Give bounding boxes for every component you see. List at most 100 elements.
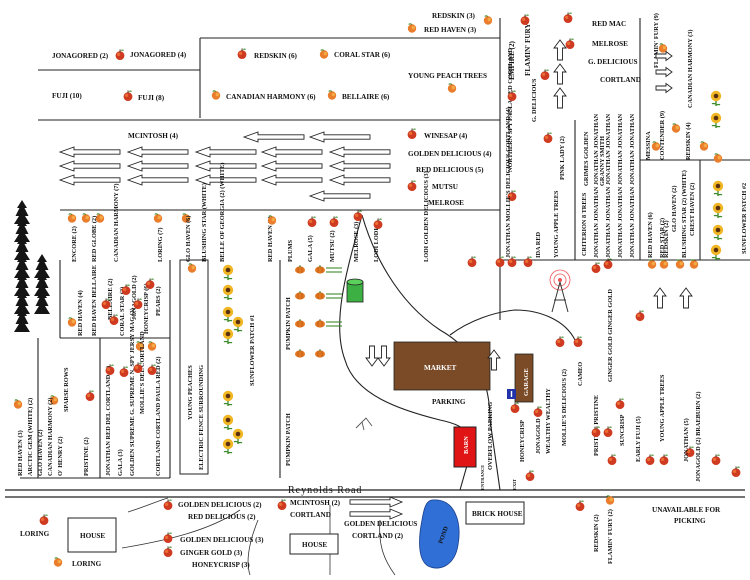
label-bellaire-2: BELLAIRE (2) [107,279,114,320]
garage-label: GARAGE [523,368,530,396]
label-blushing-star-2: BLUSHING STAR (2) (WHITE) [681,170,688,258]
house-1-label: HOUSE [80,532,105,540]
barn-building [453,426,477,468]
up-arrow-icon [553,63,567,85]
peach-icon [67,213,77,224]
brick-house [465,501,525,525]
apple-icon [121,284,131,295]
right-top-section: EMPIRE (2) FLAMIN' FURY NORTHERN SPY PAU… [505,12,748,270]
apple-icon [85,390,95,401]
label-honeycrisp: HONEYCRISP [519,420,526,462]
label-mutsu-2: MUTSU (2) [329,230,336,262]
label-red-haven-5: RED HAVEN (5) [267,216,274,262]
label-bellaire-6: BELLAIRE (6) [342,93,390,101]
apple-icon [543,132,553,143]
label-flamin-fury: FLAMIN' FURY [524,23,532,76]
apple-icon [555,336,565,347]
peach-icon [211,90,221,101]
up-arrow-icon [679,287,693,309]
label-coral-star-6: CORAL STAR (6) [334,51,391,59]
apple-icon [237,48,247,59]
label-cortland-2: CORTLAND (2) [352,532,404,540]
peach-icon [713,153,723,164]
label-jonathan-rows: JONATHAN JONATHAN JONATHAN JONATHAN [605,113,612,258]
peach-icon [147,341,157,352]
label-glo-haven-6: GLO HAVEN (6) [185,216,192,262]
label-golden-delicious-4: GOLDEN DELICIOUS (4) [408,150,492,158]
tractor-icon [355,417,373,431]
apple-icon [163,499,173,510]
label-red-haven-3: RED HAVEN (3) [424,26,477,34]
up-arrow-icon [553,39,567,61]
label-mutsu: MUTSU [432,183,459,191]
peach-icon [647,259,657,270]
label-lodi-pair: LODI LODI [373,228,380,262]
label-mcintosh-2: MCINTOSH (2) [290,499,341,507]
label-young-apple-trees-1: YOUNG APPLE TREES [553,190,560,258]
label-empire-2: EMPIRE (2) [508,40,516,80]
entrance-arrow-icon [365,345,379,367]
label-winesap-4: WINESAP (4) [424,132,468,140]
label-crest-haven-2: CREST HAVEN (2) [689,183,696,236]
label-encore: ENCORE (2) [71,226,78,262]
apple-icon [163,546,173,557]
apple-icon [645,454,655,465]
bottom-section: LORING LORING HOUSE GOLDEN DELICIOUS (2)… [20,495,721,569]
label-sunflower-patch-2: SUNFLOWER PATCH #2 [741,183,748,254]
apple-icon [591,262,601,273]
right-arrow-icon [655,83,673,93]
overflow-parking-label: OVERFLOW PARKING [487,402,494,470]
label-cortland: CORTLAND [290,511,331,519]
center-rows: ENCORE (2) RED GLOBE (2) CANADIAN HARMON… [14,163,533,332]
label-ida-red: IDA RED [535,231,542,258]
label-arctic-gem: ARCTIC GEM (WHITE) (2) [27,398,34,476]
peach-icon [327,90,337,101]
label-redskin-2b: REDSKIN (2) [593,514,600,552]
apple-icon [373,218,383,229]
entrance-arrow-icon [377,345,391,367]
label-canadian-harmony-7: CANADIAN HARMONY (7) [113,184,120,262]
label-honeycrisp-6: HONEYCRISP (6) [143,283,150,334]
label-young-apple-trees-2: YOUNG APPLE TREES [659,374,666,442]
label-cortland-r: CORTLAND [600,76,641,84]
peach-icon [699,141,709,152]
label-golden-delicious-2: GOLDEN DELICIOUS (2) [178,501,262,509]
market-area: MARKET PARKING GARAGE BARN ENTRANCE EXIT… [355,269,571,490]
peach-icon [407,23,417,34]
label-lodi-golden: LODI GOLDEN DELICIOUS (3) [423,171,430,262]
house-2 [289,533,339,555]
vine-marks [326,267,342,327]
label-pumpkin-patch-1: PUMPKIN PATCH [285,297,292,350]
up-arrow-icon [653,287,667,309]
label-glo-haven-2b: GLO HAVEN (2) [37,430,44,476]
peach-icon [67,317,77,328]
label-grimes-golden: GRIMES GOLDEN [583,131,590,186]
peach-icon [689,259,699,270]
market-building [393,341,491,391]
label-pumpkin-patch-2: PUMPKIN PATCH [285,413,292,466]
label-jonagold: JONAGOLD [535,418,542,454]
apple-icon [163,532,173,543]
label-loring-7: LORING (7) [157,228,164,262]
label-ginger-gold: GINGER GOLD GINGER GOLD [607,289,614,382]
electric-fence-box [179,259,209,475]
apple-icon [525,470,535,481]
label-jonathan-rows: JONATHAN JONATHAN JONATHAN JONATHAN [629,113,636,258]
label-red-globe: RED GLOBE (2) [91,216,98,262]
house-1 [67,517,117,553]
label-loring: LORING [20,530,50,538]
label-jonathan-red-del: JONATHAN RED DEL CORTLAND (2) [105,366,112,476]
left-middle-section: RED HAVEN (4) RED HAVEN BELLAIRE BELLAIR… [13,259,364,476]
peach-icon [319,49,329,60]
label-pristine-gg: PRISTINE PRISTINE [593,395,600,456]
label-sparse-rows: SPARSE ROWS [63,367,70,412]
right-arrow-icon [349,508,403,520]
label-jonathan-5: JONATHAN (5) [683,418,690,462]
apple-icon [123,90,133,101]
peach-icon [483,15,493,26]
evergreen-trees [14,200,50,332]
apple-icon [407,128,417,139]
apple-icon [635,310,645,321]
